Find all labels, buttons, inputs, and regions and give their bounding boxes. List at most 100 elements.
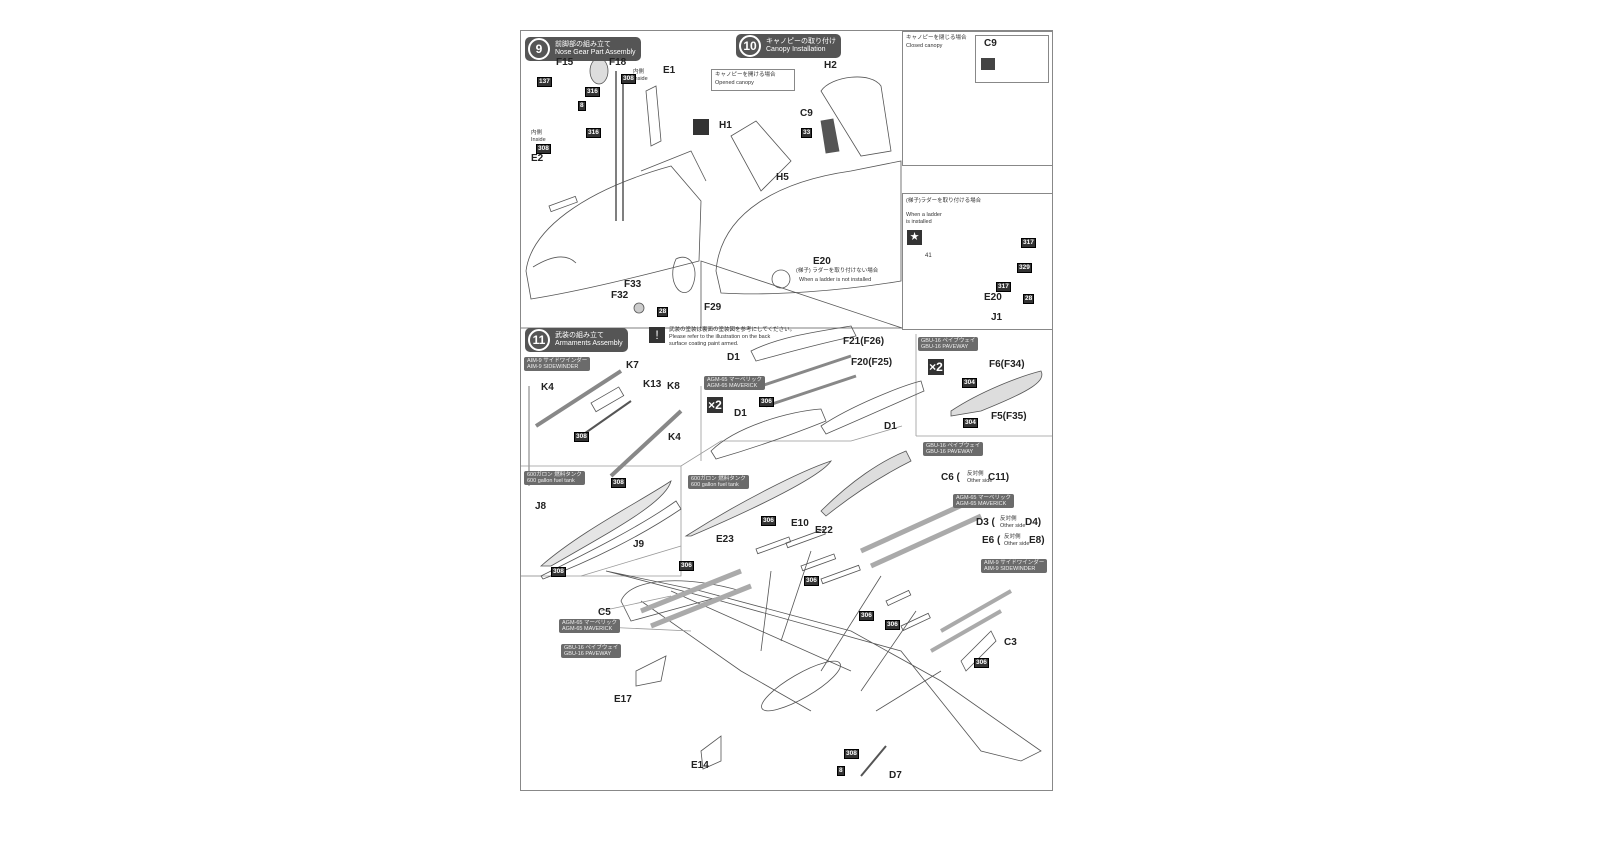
step-title-jp: 前脚部の組み立て [555, 41, 611, 48]
part-label-c6: C6 ( [941, 472, 960, 483]
tag-en: 600 gallon fuel tank [527, 478, 575, 484]
part-label-h1: H1 [719, 120, 732, 131]
tag-en: GBU-16 PAVEWAY [921, 344, 969, 350]
tag-jp: GBU-16 ペイブウェイ [564, 645, 619, 651]
tag-jp: 600ガロン 燃料タンク [527, 472, 582, 478]
part-label-f29: F29 [704, 302, 722, 313]
other-side-en: Other side [1000, 523, 1026, 529]
part-e17 [635, 655, 667, 687]
part-label-d3: D3 ( [976, 517, 995, 528]
paint-code: 317 [996, 282, 1011, 292]
part-label-d4: D4) [1025, 517, 1042, 528]
part-label-d1: D1 [884, 421, 897, 432]
fuel-tank-j8 [539, 480, 672, 567]
paint-code: 306 [804, 576, 819, 586]
canopy-h2 [820, 76, 892, 157]
paint-code: 306 [974, 658, 989, 668]
tag-en: AGM-65 MAVERICK [707, 383, 758, 389]
part-label-e2: E2 [531, 153, 544, 164]
tag-jp: 600ガロン 燃料タンク [691, 476, 746, 482]
part-e2 [548, 195, 578, 213]
fuel-tank-center [684, 460, 832, 537]
paint-code: 306 [759, 397, 774, 407]
part-label-e6: E6 ( [982, 535, 1001, 546]
step-number: 9 [528, 38, 550, 60]
fuselage-10 [715, 160, 902, 295]
no-ladder-note-jp: (梯子) ラダーを取り付けない場合 [796, 268, 879, 274]
part-label-e20: E20 [813, 256, 831, 267]
part-label-f18: F18 [609, 57, 627, 68]
paint-code: 316 [586, 128, 601, 138]
part-label-f20: F20(F25) [851, 357, 893, 368]
multiplier-x2: ×2 [707, 397, 723, 413]
nose-fuselage-9 [525, 165, 702, 300]
part-label-f32: F32 [611, 290, 629, 301]
paint-code: 28 [1023, 294, 1035, 304]
multiplier-x2: ×2 [928, 359, 944, 375]
paint-code: 306 [761, 516, 776, 526]
paint-note-en: Please refer to the illustration on the … [669, 334, 771, 340]
note-en: Closed canopy [906, 43, 943, 49]
part-label-k13: K13 [643, 379, 662, 390]
paint-code-circle: 41 [925, 253, 932, 259]
step-title-jp: キャノピーの取り付け [766, 38, 836, 45]
paint-code: 317 [1021, 238, 1036, 248]
inside-note-en: Inside [633, 76, 648, 82]
other-side-en: Other side [1004, 541, 1030, 547]
paint-code: 316 [585, 87, 600, 97]
paint-code: 304 [963, 418, 978, 428]
part-label-e17: E17 [614, 694, 632, 705]
line-art [521, 57, 1052, 777]
step-title-en: Canopy Installation [766, 46, 826, 53]
glue-icon [693, 119, 709, 135]
part-label-c5: C5 [598, 607, 611, 618]
step-title-en: Nose Gear Part Assembly [555, 49, 636, 56]
part-label-j8: J8 [535, 501, 547, 512]
part-label-e1: E1 [663, 65, 676, 76]
paint-code: 306 [859, 611, 874, 621]
note-jp: (梯子)ラダーを取り付ける場合 [906, 198, 982, 204]
part-label-h5: H5 [776, 172, 789, 183]
part-label-e20: E20 [984, 292, 1002, 303]
paint-code: 308 [621, 74, 636, 84]
step-title-en: Armaments Assembly [555, 340, 623, 347]
closed-canopy-inset: キャノピーを閉じる場合 Closed canopy C9 [902, 31, 1053, 166]
part-label-f21: F21(F26) [843, 336, 885, 347]
part-label-d7: D7 [889, 770, 902, 781]
other-side-jp: 反対側 [1000, 516, 1017, 522]
paint-code: 8 [578, 101, 586, 111]
tag-en: GBU-16 PAVEWAY [926, 449, 974, 455]
step-number: 10 [739, 35, 761, 57]
part-e14 [700, 735, 722, 770]
no-ladder-note-en: When a ladder is not installed [799, 277, 872, 283]
paint-note-jp: 武装の塗装は裏面の塗装図を参考にしてください。 [669, 327, 796, 333]
part-label-k4: K4 [541, 382, 554, 393]
tag-jp: AGM-65 マーベリック [956, 495, 1012, 501]
note-jp: キャノピーを開ける場合 [715, 72, 776, 78]
gear-door-e1 [645, 85, 662, 147]
divider-9-10 [700, 260, 903, 329]
note-en: is installed [906, 219, 932, 225]
canopy-windscreen-h1 [730, 120, 792, 192]
star-icon: ★ [907, 230, 922, 245]
note-en: When a ladder [906, 212, 942, 218]
paint-code: 33 [801, 128, 813, 138]
part-label-k8: K8 [667, 381, 680, 392]
paint-code: 308 [611, 478, 626, 488]
part-label-c3: C3 [1004, 637, 1017, 648]
step-number: 11 [528, 329, 550, 351]
tag-en: AIM-9 SIDEWINDER [527, 364, 579, 370]
ladder-inset: (梯子)ラダーを取り付ける場合 When a ladder is install… [902, 193, 1053, 330]
inside-note-en: Inside [531, 137, 546, 143]
paint-code: 8 [837, 766, 845, 776]
part-label-k7: K7 [626, 360, 639, 371]
